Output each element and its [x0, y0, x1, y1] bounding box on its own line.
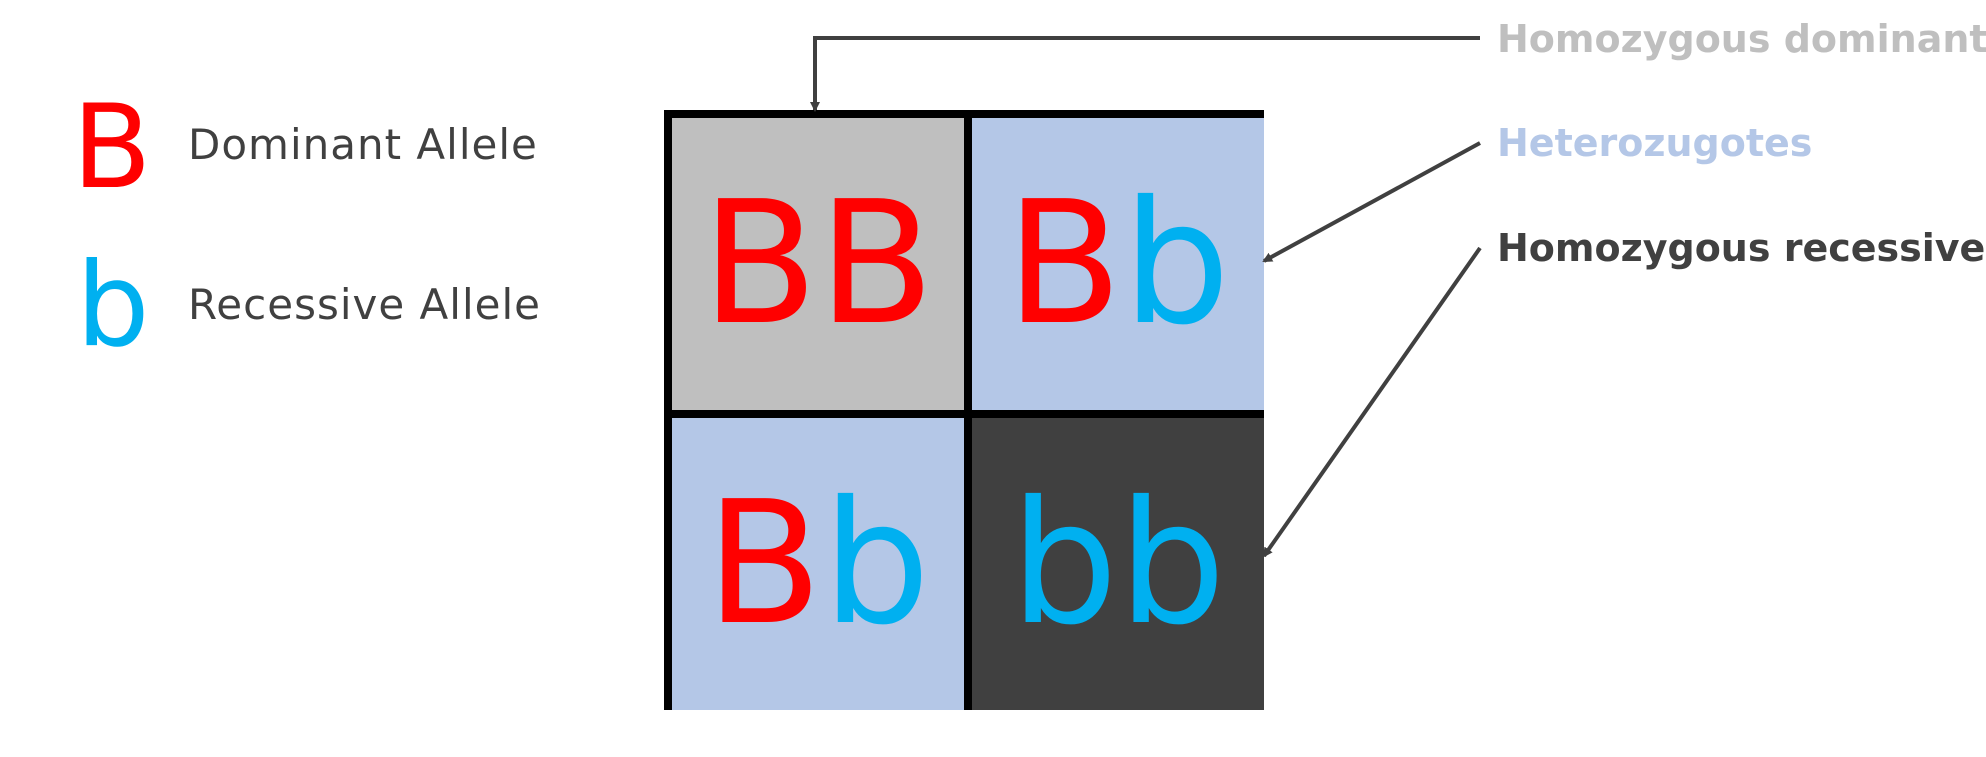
connector-homozygous-recessive — [1262, 246, 1482, 558]
legend-label-dominant: Dominant Allele — [188, 120, 538, 169]
connector-homozygous-dominant — [810, 36, 1480, 112]
allele-1: b — [1010, 465, 1118, 663]
callout-heterozygotes: Heterozugotes — [1497, 121, 1813, 165]
allele-2: B — [818, 165, 935, 363]
grid-divider-horizontal — [672, 410, 1256, 418]
allele-2: b — [1122, 165, 1231, 363]
legend-label-recessive: Recessive Allele — [188, 280, 541, 329]
connector-heterozygotes — [1262, 141, 1481, 263]
allele-2: b — [1118, 465, 1226, 663]
legend-symbol-recessive: b — [76, 238, 150, 373]
allele-1: B — [705, 465, 823, 663]
allele-1: B — [701, 165, 818, 363]
legend-symbol-dominant: B — [72, 80, 152, 215]
callout-homozygous-recessive: Homozygous recessive — [1497, 226, 1986, 270]
allele-1: B — [1005, 165, 1123, 363]
allele-2: b — [822, 465, 931, 663]
callout-homozygous-dominant: Homozygous dominant — [1497, 17, 1986, 61]
